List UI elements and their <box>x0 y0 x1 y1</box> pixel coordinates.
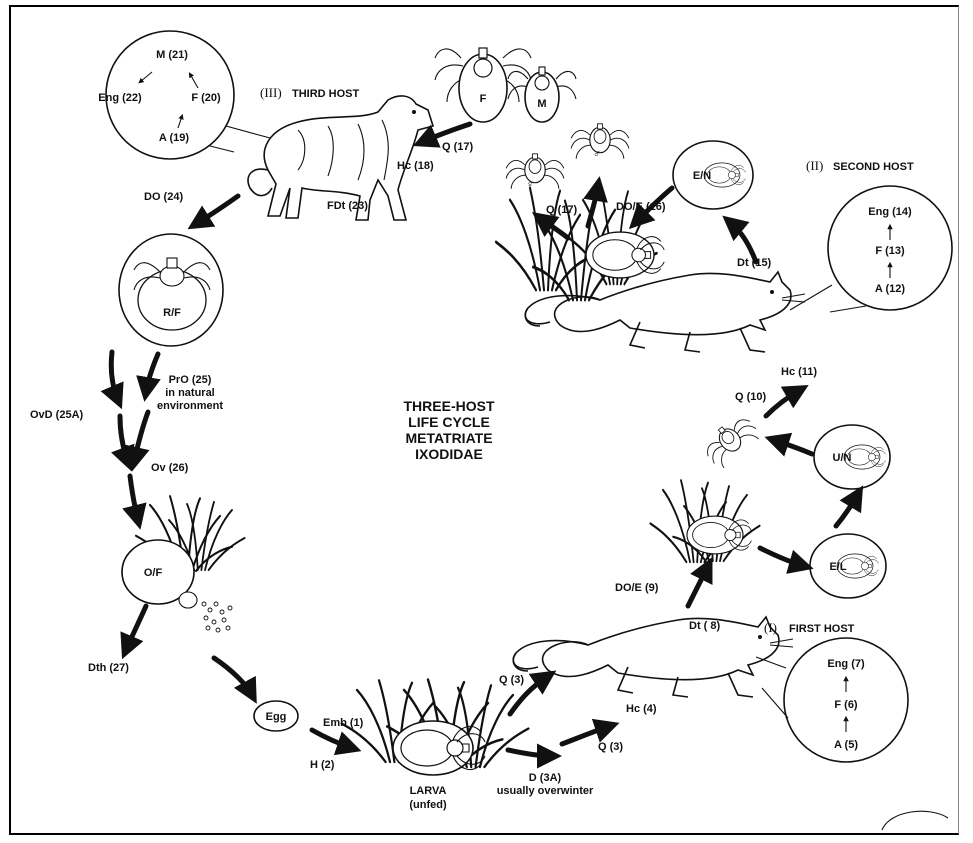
first-host-label: FIRST HOST <box>789 623 855 635</box>
step-detachment-15: Dt (15) <box>737 257 772 269</box>
diagram-title-line-1: THREE-HOST <box>404 398 495 414</box>
female-adult-label: F <box>480 93 487 105</box>
second-host-label: SECOND HOST <box>833 161 914 173</box>
replete-female-label: R/F <box>163 307 181 319</box>
step-embryonation: Emb (1) <box>323 717 364 729</box>
step-preoviposition: PrO (25) <box>169 374 212 386</box>
step-detachment-8: Dt ( 8) <box>689 620 721 632</box>
third-host-feeding: F (20) <box>191 92 221 104</box>
third-host-engorged: Eng (22) <box>98 92 142 104</box>
diagram-title-line-2: LIFE CYCLE <box>408 414 490 430</box>
step-host-contact-4: Hc (4) <box>626 703 657 715</box>
first-host-rat-icon <box>513 617 793 697</box>
step-host-contact-18: Hc (18) <box>397 160 434 172</box>
second-host-rat-icon <box>525 272 805 352</box>
engorged-nymph-tick-icon <box>586 232 664 278</box>
engorged-larva-tick-icon <box>687 516 751 554</box>
diagram-title-line-3: METATRIATE <box>405 430 492 446</box>
step-questing-adult: Q (17) <box>546 204 578 216</box>
step-drop-off-16: DO/E (16) <box>616 201 666 213</box>
larva-label: LARVA <box>410 785 447 797</box>
third-host-mating: M (21) <box>156 49 188 61</box>
second-host-feeding: F (13) <box>875 245 905 257</box>
first-host-feeding: F (6) <box>834 699 858 711</box>
second-host-numeral: (II) <box>806 158 823 173</box>
male-symbol: ♂ <box>593 148 601 160</box>
engorged-larva-label: E/L <box>829 561 846 573</box>
step-questing-nymph: Q (10) <box>735 391 767 403</box>
questing-nymph-tick-icon <box>699 411 762 471</box>
third-host-numeral: (III) <box>260 85 282 100</box>
step-preoviposition-line-2: in natural <box>165 387 215 399</box>
unfed-nymph-label: U/N <box>833 452 852 464</box>
male-adult-label: M <box>537 98 546 110</box>
step-questing-larva-2: Q (3) <box>598 741 623 753</box>
diagram-title-line-4: IXODIDAE <box>415 446 483 462</box>
step-final-detachment: FDt (23) <box>327 200 368 212</box>
second-host-attach: A (12) <box>875 283 905 295</box>
step-questing-adult-2: Q (17) <box>442 141 474 153</box>
step-drop-off-9: DO/E (9) <box>615 582 659 594</box>
questing-female-tick-icon <box>506 154 564 189</box>
step-death: Dth (27) <box>88 662 129 674</box>
step-oviposition-delay: OvD (25A) <box>30 409 84 421</box>
ovipositing-female-label: O/F <box>144 567 163 579</box>
step-overwinter-note: usually overwinter <box>497 785 594 797</box>
first-host-attach: A (5) <box>834 739 858 751</box>
third-host-attach: A (19) <box>159 132 189 144</box>
first-host-numeral: (I) <box>764 620 777 635</box>
larva-sublabel: (unfed) <box>409 799 447 811</box>
female-symbol: ♀ <box>526 179 534 191</box>
second-host-engorged: Eng (14) <box>868 206 912 218</box>
first-host-engorged: Eng (7) <box>827 658 865 670</box>
step-hatching: H (2) <box>310 759 335 771</box>
step-diapause: D (3A) <box>529 772 562 784</box>
step-questing-larva: Q (3) <box>499 674 524 686</box>
eggs-cluster-icon <box>202 602 232 632</box>
corner-sketch-mark <box>882 811 948 830</box>
engorged-nymph-label: E/N <box>693 170 711 182</box>
third-host-label: THIRD HOST <box>292 88 360 100</box>
step-preoviposition-line-3: environment <box>157 400 223 412</box>
step-drop-off-24: DO (24) <box>144 191 183 203</box>
step-oviposition: Ov (26) <box>151 462 189 474</box>
egg-label: Egg <box>266 711 287 723</box>
step-host-contact-11: Hc (11) <box>781 366 817 378</box>
female-adult-icon <box>435 48 531 122</box>
